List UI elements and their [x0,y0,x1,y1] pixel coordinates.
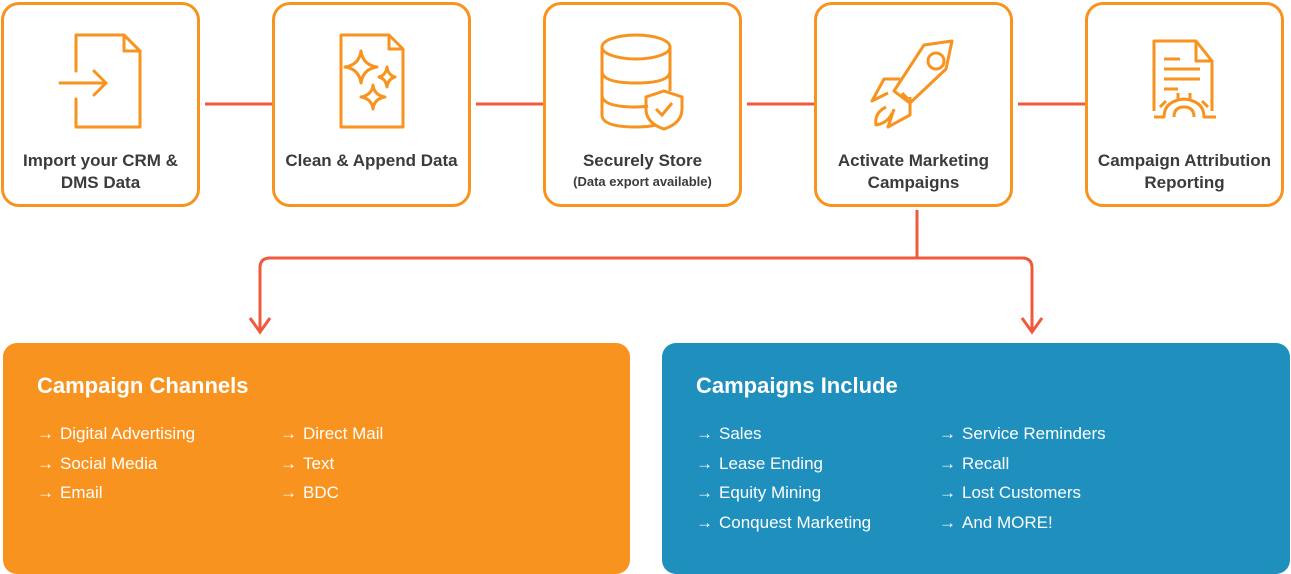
arrow-right-icon: → [696,424,713,443]
arrow-right-icon: → [696,512,713,532]
arrow-right-icon: → [939,424,956,443]
file-sparkle-icon [339,33,404,129]
campaign-channels-panel: Campaign Channels → Digital Advertising →… [3,343,630,574]
item-label: Direct Mail [303,424,384,443]
step-title: Clean & Append Data [285,151,458,170]
list-item: → Direct Mail [280,419,523,449]
item-label: Digital Advertising [60,424,196,443]
report-gear-icon [1152,39,1216,119]
item-label: Recall [962,453,1010,473]
list-item: → Recall [939,449,1182,479]
list-item: → Equity Mining [696,478,939,508]
step-title: Securely Store (Data export available) [546,150,739,192]
list-item: → Text [280,449,523,479]
list-item: → Lease Ending [696,449,939,479]
list-item: → Social Media [37,449,280,479]
list-item: → Conquest Marketing [696,508,939,538]
list-item: → BDC [280,478,523,508]
step-title: Activate Marketing Campaigns [837,151,990,192]
step-store: Securely Store (Data export available) [543,2,742,207]
database-shield-icon [600,33,683,131]
step-activate: Activate Marketing Campaigns [814,2,1013,207]
arrow-right-icon: → [37,483,54,502]
item-label: And MORE! [962,512,1053,532]
list-item: → Sales [696,419,939,449]
step-title-text: Securely Store [582,151,703,170]
item-label: BDC [303,483,339,502]
list-item: → Digital Advertising [37,419,280,449]
arrow-right-icon: → [696,483,713,502]
arrow-right-icon: → [280,483,297,502]
panel-title: Campaign Channels [37,373,249,398]
step-subtitle: (Data export available) [573,174,712,189]
arrow-right-icon: → [280,453,297,473]
file-import-icon [58,33,141,129]
step-import: Import your CRM & DMS Data [1,2,200,207]
item-label: Equity Mining [719,483,822,502]
list-item: → Email [37,478,280,508]
arrow-right-icon: → [37,424,54,443]
item-label: Conquest Marketing [719,512,872,532]
list-item: → Lost Customers [939,478,1182,508]
step-title: Campaign Attribution Reporting [1097,151,1272,192]
step-title: Import your CRM & DMS Data [23,151,178,192]
item-label: Email [60,483,103,502]
list-item: → And MORE! [939,508,1182,538]
arrow-right-icon: → [939,512,956,532]
item-label: Sales [719,424,762,443]
campaigns-include-panel: Campaigns Include → Sales → Lease Ending →… [662,343,1290,574]
list-item: → Service Reminders [939,419,1182,449]
item-label: Lease Ending [719,453,823,473]
panel-title: Campaigns Include [696,373,898,398]
item-label: Text [303,453,335,473]
arrow-right-icon: → [939,453,956,473]
rocket-icon [870,39,953,129]
item-label: Social Media [60,453,158,473]
arrow-right-icon: → [939,483,956,502]
step-clean: Clean & Append Data [272,2,471,207]
arrow-right-icon: → [37,453,54,473]
arrow-right-icon: → [280,424,297,443]
item-label: Lost Customers [962,483,1082,502]
item-label: Service Reminders [962,424,1106,443]
arrow-right-icon: → [696,453,713,473]
step-reporting: Campaign Attribution Reporting [1085,2,1284,207]
